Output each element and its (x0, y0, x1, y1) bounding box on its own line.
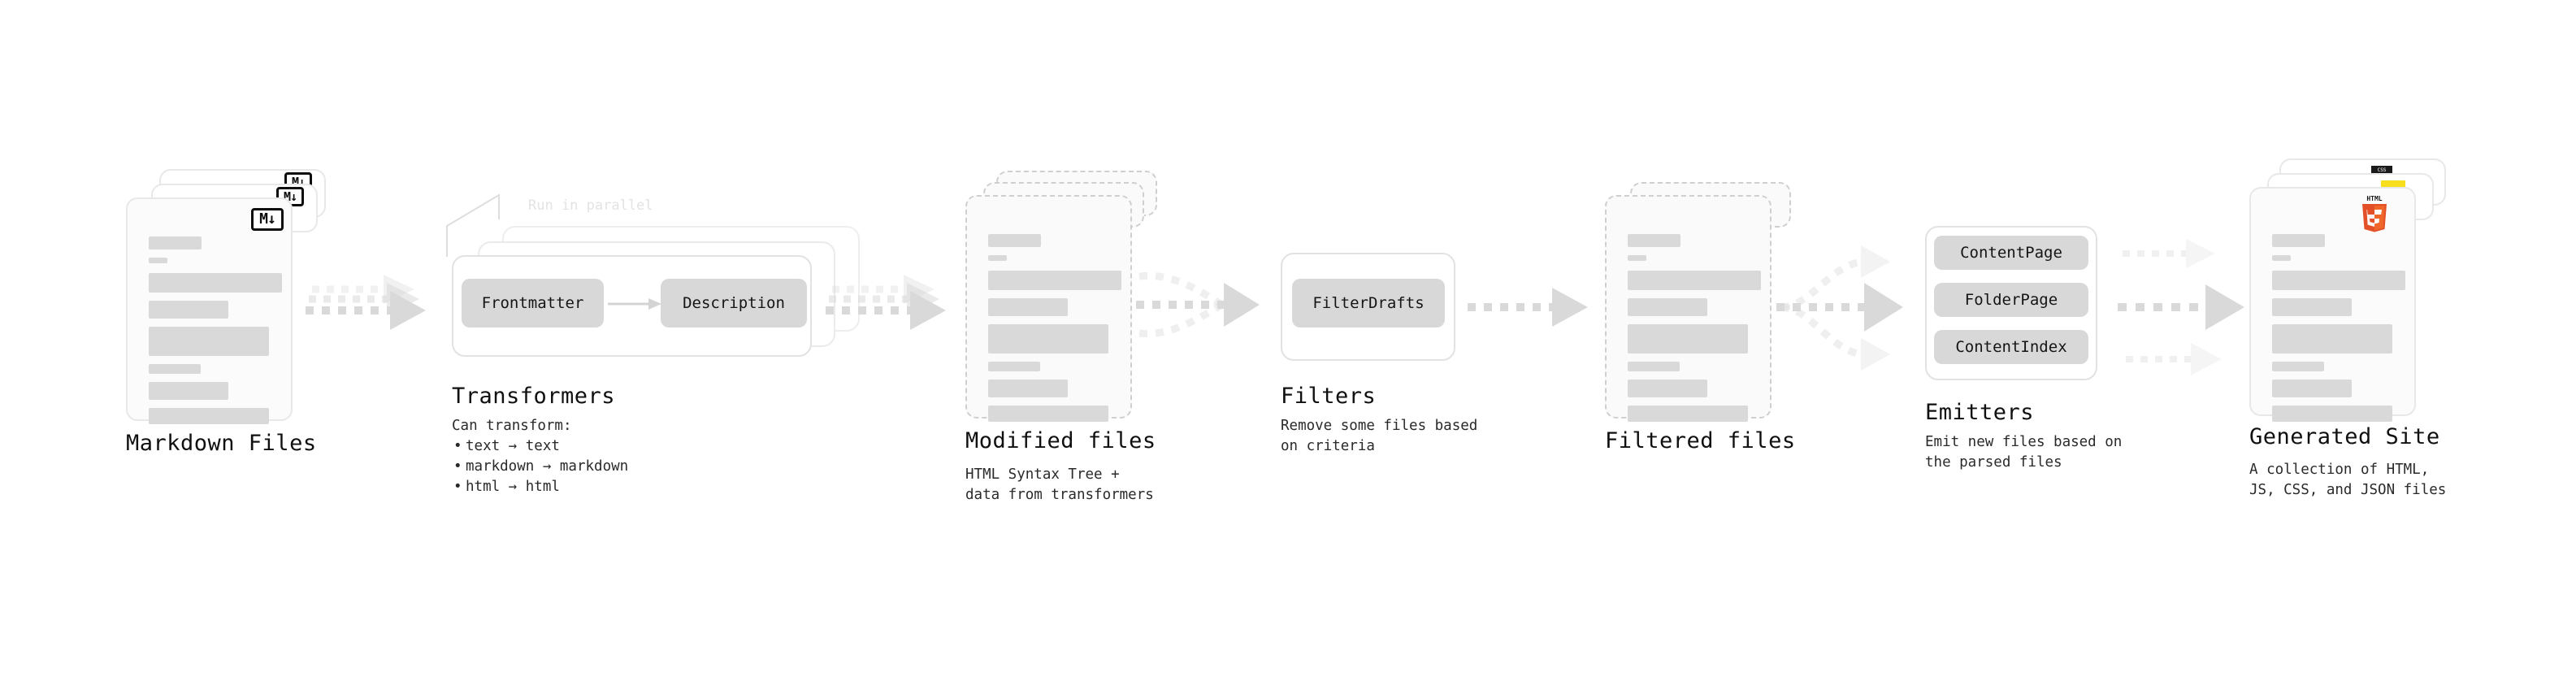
content-bar (149, 382, 228, 400)
markdown-files-title: Markdown Files (126, 431, 317, 456)
emitters-title: Emitters (1925, 400, 2035, 425)
content-bar (1628, 380, 1707, 397)
content-bar (988, 234, 1041, 247)
content-bar (149, 236, 202, 249)
arrow-right-icon (306, 275, 426, 330)
modified-file-card-front (965, 195, 1132, 422)
arrow-right-icon (1776, 245, 1903, 371)
content-bar (1628, 362, 1680, 371)
content-bar (2272, 380, 2352, 397)
content-bar (2272, 271, 2405, 290)
transformers-caption-items: text → text markdown → markdown html → h… (452, 436, 628, 497)
generated-site-title: Generated Site (2249, 424, 2440, 449)
content-bar (988, 362, 1040, 371)
generated-site-content (2272, 234, 2405, 430)
transformers-title: Transformers (452, 384, 616, 409)
content-bar (149, 327, 269, 356)
content-bar (988, 380, 1068, 397)
content-bar (988, 255, 1007, 261)
content-bar (1628, 298, 1707, 316)
markdown-file-content (149, 236, 282, 432)
content-bar (2272, 234, 2325, 247)
markdown-file-card-front (126, 197, 293, 424)
content-bar (988, 271, 1121, 290)
filters-caption: Remove some files based on criteria (1281, 418, 1478, 454)
content-bar (149, 364, 201, 374)
filtered-file-content (1628, 234, 1761, 430)
filters-title: Filters (1281, 384, 1377, 409)
content-bar (149, 258, 167, 263)
content-bar (149, 408, 269, 424)
content-bar (2272, 255, 2291, 261)
markdown-icon-front: M↓ (251, 208, 284, 231)
content-bar (149, 273, 282, 293)
filtered-file-card-front (1605, 195, 1772, 422)
filtered-files-title: Filtered files (1605, 428, 1796, 453)
modified-files-title: Modified files (965, 428, 1156, 453)
content-bar (149, 301, 228, 319)
list-item: text → text (453, 436, 628, 457)
content-bar (2272, 298, 2352, 316)
transformers-caption: Can transform: text → text markdown → ma… (452, 416, 628, 497)
run-in-parallel-brace (446, 193, 500, 257)
arrow-right-icon (1468, 288, 1588, 327)
content-bar (2272, 362, 2324, 371)
content-bar (988, 406, 1108, 422)
content-bar (988, 324, 1108, 354)
arrow-right-icon (2118, 239, 2244, 375)
svg-text:CSS: CSS (2378, 167, 2387, 173)
list-item: markdown → markdown (453, 457, 628, 477)
emitters-chip-folderpage[interactable]: FolderPage (1934, 283, 2088, 317)
content-bar (1628, 234, 1680, 247)
content-bar (1628, 255, 1646, 261)
arrow-right-icon (826, 275, 946, 330)
content-bar (988, 298, 1068, 316)
content-bar (1628, 324, 1748, 354)
emitters-caption: Emit new files based on the parsed files (1925, 434, 2123, 471)
generated-site-card-front (2249, 187, 2416, 422)
list-item: html → html (453, 477, 628, 497)
generated-site-caption: A collection of HTML, JS, CSS, and JSON … (2249, 462, 2447, 498)
content-bar (1628, 406, 1748, 422)
content-bar (2272, 324, 2392, 354)
html5-icon: HTML (2362, 195, 2387, 232)
content-bar (1628, 271, 1761, 290)
arrow-right-icon (1136, 271, 1260, 338)
content-bar (2272, 406, 2392, 422)
modified-file-content (988, 234, 1121, 430)
transformer-inner-arrow-front (608, 298, 661, 310)
svg-text:HTML: HTML (2366, 195, 2382, 202)
transformer-chip-frontmatter[interactable]: Frontmatter (462, 279, 604, 327)
filters-chip-filterdrafts[interactable]: FilterDrafts (1292, 279, 1445, 327)
modified-files-caption: HTML Syntax Tree + data from transformer… (965, 466, 1154, 503)
transformers-caption-lead: Can transform: (452, 418, 572, 434)
transformer-chip-description[interactable]: Description (661, 279, 807, 327)
run-in-parallel-label: Run in parallel (528, 197, 653, 214)
emitters-chip-contentpage[interactable]: ContentPage (1934, 236, 2088, 270)
emitters-chip-contentindex[interactable]: ContentIndex (1934, 330, 2088, 364)
